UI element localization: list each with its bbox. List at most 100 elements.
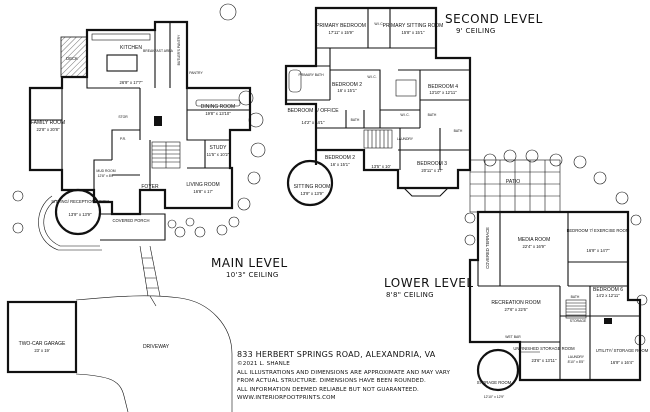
disclaimer-line-3: ALL INFORMATION DEEMED RELIABLE BUT NOT …: [237, 386, 419, 393]
second-level-title: SECOND LEVEL: [445, 12, 543, 26]
foyer-label: FOYER: [141, 184, 159, 190]
second-level-plan: [284, 6, 472, 207]
disclaimer-line-1: ALL ILLUSTRATIONS AND DIMENSIONS ARE APP…: [237, 369, 451, 376]
website-link[interactable]: WWW.INTERIORFOOTPRINTS.COM: [237, 395, 336, 402]
second-level-ceiling: 9' CEILING: [456, 27, 496, 35]
mud-room-label: MUD ROOM: [96, 169, 115, 173]
fireplace: [154, 116, 162, 126]
bedroom2b-dim: 16' x 15'1": [330, 162, 350, 167]
property-address: 833 HERBERT SPRINGS ROAD, ALEXANDRIA, VA: [237, 350, 436, 359]
second-stairs: [363, 129, 393, 149]
bedroom2-dim: 16' x 15'1": [337, 88, 357, 93]
bath-label-2: BATH: [428, 113, 437, 117]
mud-room-dim: 12'8" x 8'0": [98, 174, 116, 178]
butlers-pantry-label: BUTLER'S PANTRY: [177, 34, 181, 65]
second-outer-wall: [284, 6, 472, 190]
second-sitting-dim: 13'9" x 13'9": [301, 191, 324, 196]
kitchen-island: [106, 54, 138, 72]
lower-laundry-label: LAUNDRY: [568, 355, 585, 359]
laundry-label: LAUNDRY: [397, 137, 414, 141]
walkway: [139, 245, 161, 297]
bedroom7-label: BEDROOM 7/ EXERCISE ROOM: [567, 228, 630, 233]
breakfast-label: BREAKFAST AREA: [143, 49, 174, 53]
covered-porch: [100, 213, 166, 241]
bedroom4-label: BEDROOM 4: [428, 84, 458, 90]
sitting-reception-dim: 13'9" x 13'9": [69, 212, 92, 217]
bedroom6-label: BEDROOM 6: [593, 287, 623, 293]
primary-bath-label: PRIMARY BATH: [298, 73, 324, 77]
utility-storage-label: UTILITY/ STORAGE ROOM: [596, 348, 649, 353]
living-room-dim: 16'8" x 17': [193, 189, 212, 194]
main-interior-walls: [30, 22, 250, 190]
main-stairs: [151, 141, 181, 169]
recreation-room-dim: 27'6" x 22'6": [505, 307, 528, 312]
wet-bar-label: WET BAR: [505, 335, 521, 339]
dining-room-label: DINING ROOM: [201, 104, 235, 110]
media-room-label: MEDIA ROOM: [518, 237, 551, 243]
garage-and-driveway: TWO-CAR GARAGE 23' x 19' DRIVEWAY: [6, 295, 233, 412]
front-steps: [43, 199, 100, 247]
dining-table: [195, 99, 241, 107]
unfinished-storage-label: UNFINISHED STORAGE ROOM: [513, 346, 575, 351]
family-room-label: FAMILY ROOM: [31, 120, 65, 126]
primary-bedroom-dim: 17'11" x 15'9": [329, 30, 354, 35]
stor-label: STOR: [118, 115, 128, 119]
kitchen-label: KITCHEN: [120, 45, 142, 51]
living-room-label: LIVING ROOM: [186, 182, 219, 188]
bedroom5-dim: 14'2" x 14'1": [302, 120, 325, 125]
garage-label: TWO-CAR GARAGE: [19, 341, 66, 347]
dining-room-dim: 19'8" x 13'10": [205, 111, 231, 116]
lower-outer-wall: [468, 210, 642, 382]
main-outer-wall: [28, 20, 252, 216]
garage-dim: 23' x 19': [34, 348, 50, 353]
recreation-room-label: RECREATION ROOM: [491, 300, 540, 306]
second-interior-walls: [286, 8, 470, 170]
study-dim: 11'5" x 10'2": [207, 152, 230, 157]
deck-label: DECK: [66, 56, 78, 61]
pantry-label: PANTRY: [189, 71, 203, 75]
study-label: STUDY: [210, 145, 228, 151]
bedroom3-dim: 20'11" x 17': [421, 168, 442, 173]
bath-label-3: BATH: [454, 129, 463, 133]
bedroom3-bay: [403, 187, 449, 197]
lower-laundry-dim: 8'10" x 8'5": [568, 360, 586, 364]
driveway-outline: [75, 295, 233, 412]
bedroom5-label: BEDROOM 5/ OFFICE: [287, 108, 339, 114]
bath-label-1: BATH: [351, 118, 360, 122]
landing-dim: 13'5" x 10': [371, 164, 390, 169]
lower-level-ceiling: 8'8" CEILING: [386, 291, 434, 299]
patio-label: PATIO: [506, 179, 520, 185]
bedroom2-label: BEDROOM 2: [332, 82, 362, 88]
driveway-label: DRIVEWAY: [143, 344, 170, 350]
bedroom4-dim: 13'10" x 12'11": [429, 90, 457, 95]
disclaimer-block: 833 HERBERT SPRINGS ROAD, ALEXANDRIA, VA…: [237, 349, 537, 403]
lower-level-plan: [464, 149, 648, 392]
sitting-reception-label: SITTING/ RECEPTION ROOM: [51, 199, 109, 204]
patio-pavers: [469, 159, 561, 213]
utility-storage-dim: 16'9" x 16'4": [611, 360, 634, 365]
main-level-plan: [12, 3, 266, 297]
bedroom6-dim: 14'2 x 12'11": [596, 293, 620, 298]
kitchen-dim: 26'9" x 17'7": [120, 80, 143, 85]
primary-sitting-label: PRIMARY SITTING ROOM: [383, 23, 444, 29]
covered-porch-label: COVERED PORCH: [113, 218, 150, 223]
copyright: ©2021 L. SHANLE: [237, 361, 290, 367]
disclaimer-line-2: FROM ACTUAL STRUCTURE. DIMENSIONS HAVE B…: [237, 378, 426, 385]
garage-outline: [6, 300, 78, 374]
main-level-title: MAIN LEVEL: [211, 256, 288, 270]
lower-bath-label: BATH: [571, 295, 580, 299]
storage-room-dim: 12'10" x 12'9": [484, 395, 505, 399]
second-sitting-label: SITTING ROOM: [294, 184, 331, 190]
lower-storage-label: STORAGE: [570, 319, 587, 323]
main-level-ceiling: 10'3" CEILING: [226, 271, 279, 279]
lower-interior-walls: [477, 212, 640, 380]
wic-label-3: W.I.C.: [400, 113, 409, 117]
lower-level-title: LOWER LEVEL: [384, 276, 474, 290]
patio-trees: [464, 149, 648, 346]
deck-area: [60, 36, 88, 78]
primary-sitting-dim: 15'8" x 15'1": [402, 30, 425, 35]
bedroom2b-label: BEDROOM 2: [325, 155, 355, 161]
wet-bar: [519, 342, 540, 353]
